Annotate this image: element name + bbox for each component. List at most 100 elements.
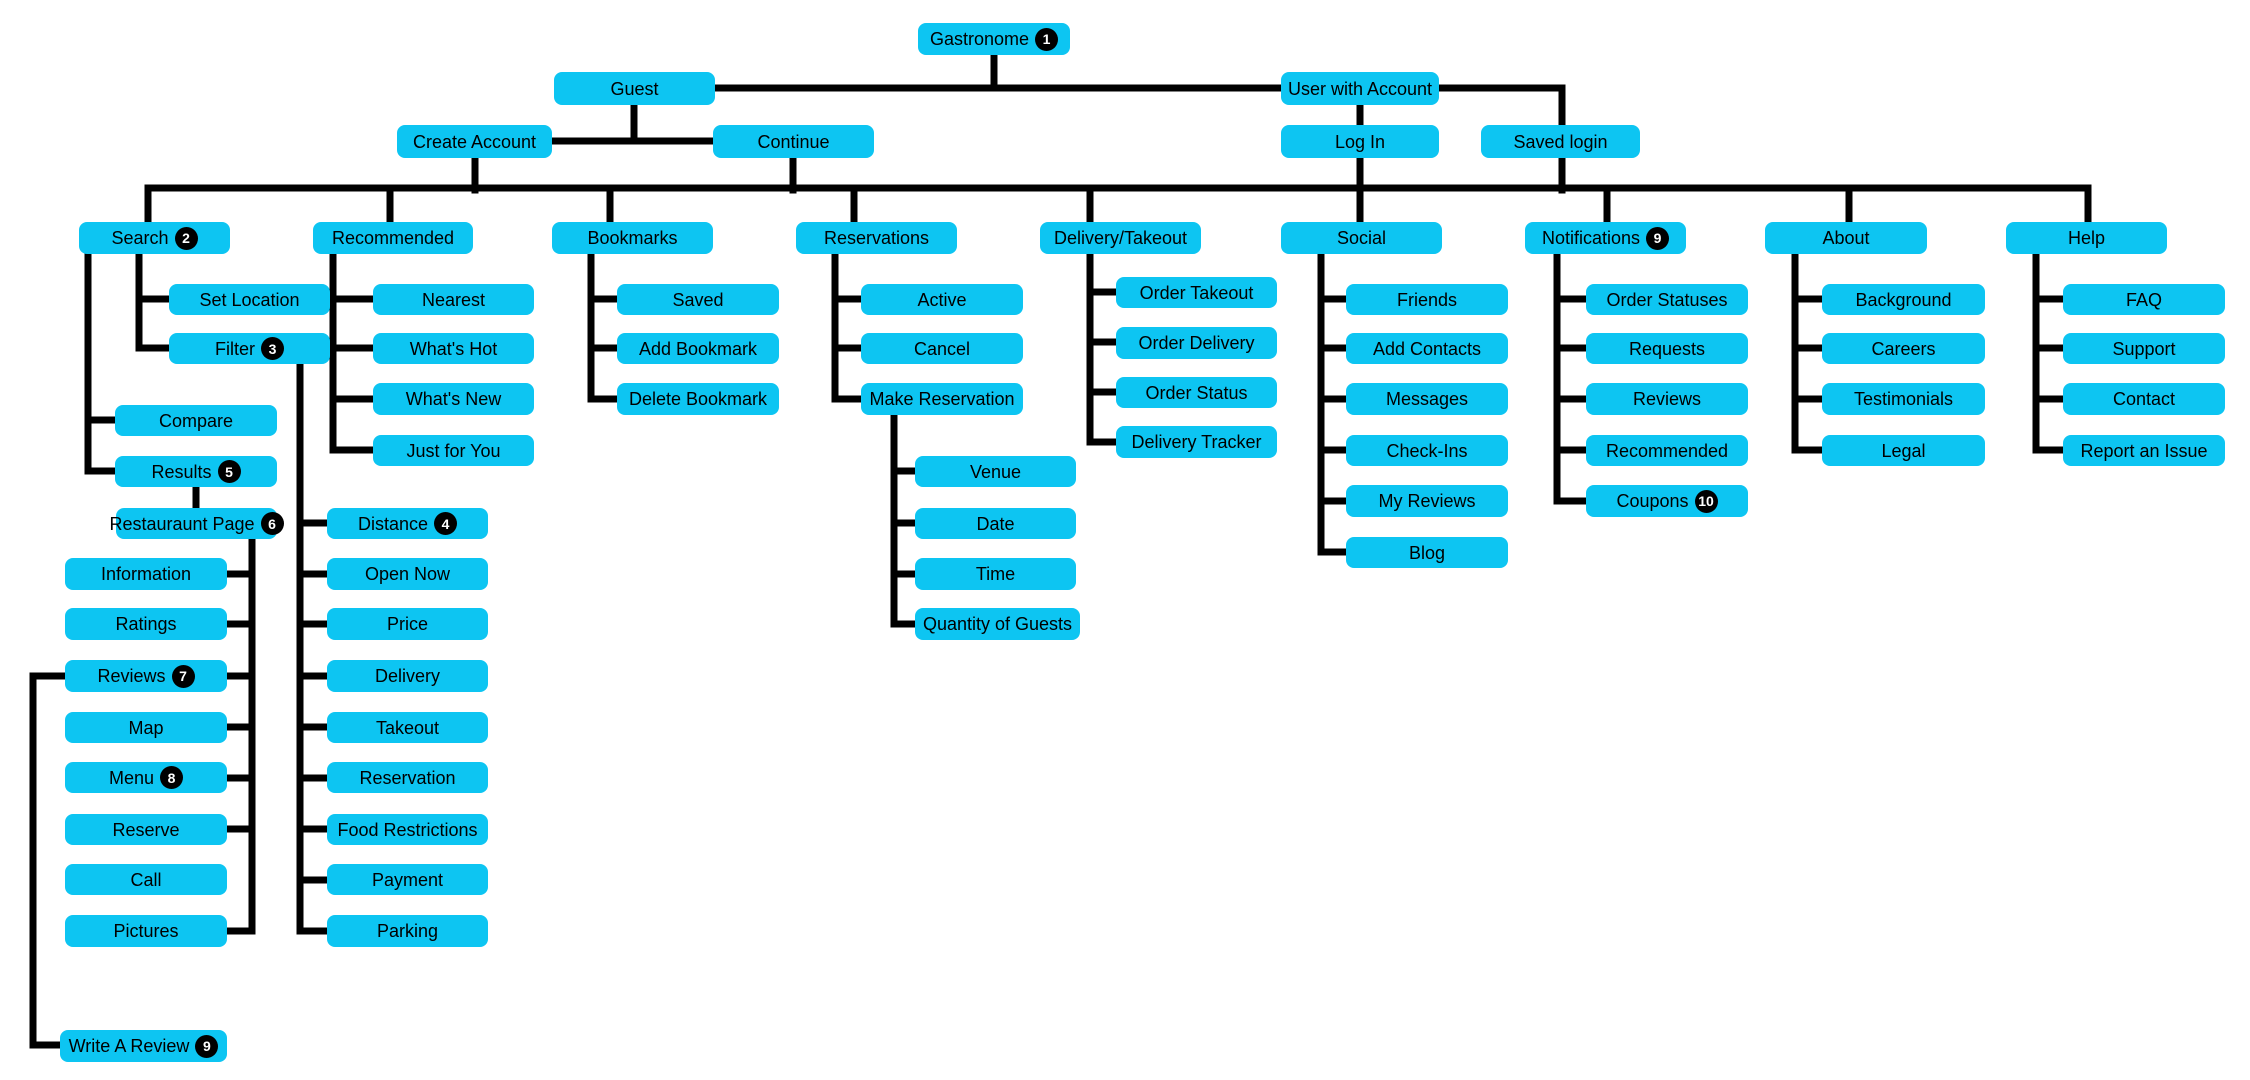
node-faq: FAQ [2063, 284, 2225, 315]
node-label: Bookmarks [587, 228, 678, 248]
node-label: Saved login [1513, 131, 1608, 152]
node-reviews-notifications: Reviews [1586, 383, 1748, 415]
node-requests: Requests [1586, 333, 1748, 364]
node-add-contacts: Add Contacts [1346, 333, 1508, 364]
node-label: Takeout [375, 717, 440, 738]
node-help: Help [2006, 222, 2167, 254]
node-recommended-notifications: Recommended [1586, 435, 1748, 466]
node-careers: Careers [1822, 333, 1985, 364]
node-label: Price [386, 614, 428, 634]
node-label: Just for You [406, 440, 501, 461]
node-report-an-issue: Report an Issue [2063, 435, 2225, 466]
node-parking: Parking [327, 915, 488, 947]
node-messages: Messages [1346, 383, 1508, 415]
node-label: Make Reservation [869, 389, 1015, 409]
node-label: Check-Ins [1386, 440, 1468, 461]
node-label: Delivery [374, 666, 440, 686]
node-open-now: Open Now [327, 558, 488, 590]
node-label: Information [100, 564, 192, 584]
step-number-badge: 1 [1035, 27, 1059, 51]
node-label: Delivery Tracker [1131, 432, 1262, 452]
step-number-badge: 10 [1694, 489, 1718, 513]
node-saved-login: Saved login [1481, 125, 1640, 158]
node-reserve: Reserve [65, 814, 227, 845]
node-label: Help [2067, 228, 2106, 248]
node-order-takeout: Order Takeout [1116, 277, 1277, 308]
node-label: Order Delivery [1138, 333, 1255, 353]
node-takeout: Takeout [327, 712, 488, 743]
step-number-badge: 3 [261, 337, 284, 360]
node-label: Active [917, 289, 967, 310]
node-label: What's Hot [409, 338, 498, 359]
node-testimonials: Testimonials [1822, 383, 1985, 415]
node-label: Notifications [1541, 228, 1641, 248]
node-venue: Venue [915, 456, 1076, 487]
node-label: Results [151, 461, 212, 482]
node-contact: Contact [2063, 383, 2225, 415]
node-label: What's New [405, 389, 502, 409]
node-label: Reviews [97, 666, 166, 686]
node-ratings: Ratings [65, 608, 227, 640]
node-cancel: Cancel [861, 333, 1023, 364]
node-label: Open Now [364, 564, 451, 584]
node-label: Cancel [913, 338, 971, 359]
node-saved: Saved [617, 284, 779, 315]
node-create-account: Create Account [397, 125, 552, 158]
node-label: Order Takeout [1139, 282, 1254, 303]
step-number-badge: 2 [174, 226, 198, 250]
node-label: Food Restrictions [337, 819, 478, 840]
node-label: Create Account [412, 131, 537, 152]
node-label: Recommended [331, 228, 455, 248]
node-label: Coupons [1616, 491, 1689, 511]
node-check-ins: Check-Ins [1346, 435, 1508, 466]
step-number-badge: 5 [217, 460, 241, 483]
node-legal: Legal [1822, 435, 1985, 466]
node-quantity-of-guests: Quantity of Guests [915, 608, 1080, 640]
node-make-reservation: Make Reservation [861, 383, 1023, 415]
node-label: Gastronome [929, 29, 1030, 49]
node-about: About [1765, 222, 1927, 254]
node-label: Delivery/Takeout [1053, 228, 1188, 248]
node-recommended-main: Recommended [313, 222, 473, 254]
step-number-badge: 9 [1646, 226, 1670, 250]
node-label: Write A Review [68, 1036, 190, 1056]
node-label: Testimonials [1853, 389, 1954, 409]
node-payment: Payment [327, 864, 488, 895]
node-label: Guest [610, 78, 659, 99]
node-label: Ratings [115, 614, 177, 634]
node-order-status: Order Status [1116, 377, 1277, 408]
node-whats-hot: What's Hot [373, 333, 534, 364]
node-label: Reservations [823, 228, 930, 248]
node-map: Map [65, 712, 227, 743]
node-date: Date [915, 508, 1076, 539]
node-order-statuses: Order Statuses [1586, 284, 1748, 315]
node-label: Filter [215, 338, 255, 359]
node-food-restrictions: Food Restrictions [327, 814, 488, 845]
node-label: About [1822, 228, 1870, 248]
node-label: Blog [1408, 542, 1446, 563]
node-label: Date [976, 513, 1015, 534]
node-label: Friends [1396, 289, 1458, 310]
node-add-bookmark: Add Bookmark [617, 333, 779, 364]
node-friends: Friends [1346, 284, 1508, 315]
node-price: Price [327, 608, 488, 640]
node-label: Requests [1628, 338, 1706, 359]
node-label: Search [111, 228, 169, 248]
step-number-badge: 9 [195, 1034, 219, 1058]
node-label: Social [1336, 228, 1387, 248]
node-my-reviews: My Reviews [1346, 485, 1508, 517]
node-blog: Blog [1346, 537, 1508, 568]
node-user-with-account: User with Account [1281, 72, 1439, 105]
node-label: Continue [757, 131, 830, 152]
node-label: Menu [108, 767, 155, 788]
node-label: Call [130, 869, 162, 890]
node-label: Legal [1881, 440, 1926, 461]
step-number-badge: 4 [434, 512, 458, 535]
node-label: Add Contacts [1372, 338, 1482, 359]
node-label: Support [2112, 338, 2176, 359]
